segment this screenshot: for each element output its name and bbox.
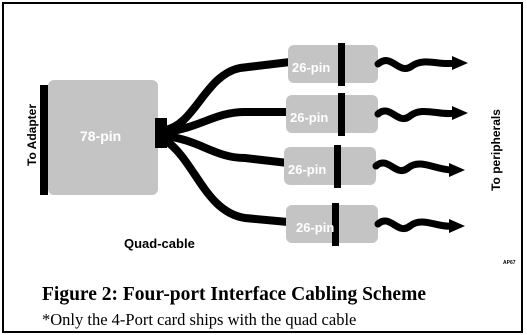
peripheral-arrows [449,56,468,233]
quad-cable-label: Quad-cable [124,236,195,251]
port-connector-4: 26-pin [286,203,378,246]
figure-caption-note: *Only the 4-Port card ships with the qua… [42,310,357,329]
peripheral-cable-3 [372,159,456,174]
port-connector-2: 26-pin [286,93,378,136]
connector-78-pin [48,80,158,195]
arrow-head-1 [452,56,468,70]
port-connector-divider [338,43,345,86]
port-connector-label: 26-pin [292,60,330,75]
arrow-head-3 [449,163,465,177]
port-connector-1: 26-pin [288,43,378,86]
port-connector-body [284,147,376,185]
port-connector-label: 26-pin [290,110,328,125]
peripheral-cables [372,57,459,232]
adapter-end-plate [40,85,48,195]
corner-code: AP67 [503,260,516,266]
to-peripherals-label: To peripherals [489,109,503,191]
port-connector-3: 26-pin [284,145,376,188]
peripheral-cable-1 [374,57,459,72]
to-adapter-label: To Adapter [25,104,39,166]
peripheral-cable-2 [374,107,459,122]
arrow-head-4 [449,219,465,233]
figure-caption-title: Figure 2: Four-port Interface Cabling Sc… [42,284,426,305]
cabling-diagram: To Adapter 78-pin 26-pin 26-pin 26-pin 2… [25,43,516,266]
port-connector-divider [338,93,345,136]
port-connector-divider [334,145,341,188]
quad-cable-wires [161,58,294,226]
cable-wire-2 [161,108,294,136]
arrow-head-2 [452,106,468,120]
cable-wire-1 [161,58,294,134]
connector-strain-relief [155,118,167,148]
port-connector-body [286,95,378,133]
peripheral-cable-4 [374,217,456,232]
main-connector: 78-pin [40,80,167,195]
connector-78-pin-label: 78-pin [80,128,121,144]
port-connector-body [288,45,378,83]
cable-wire-3 [161,132,292,167]
port-connector-label: 26-pin [296,220,334,235]
port-connector-label: 26-pin [288,162,326,177]
port-connector-divider [332,203,339,246]
cable-wire-4 [161,136,292,226]
